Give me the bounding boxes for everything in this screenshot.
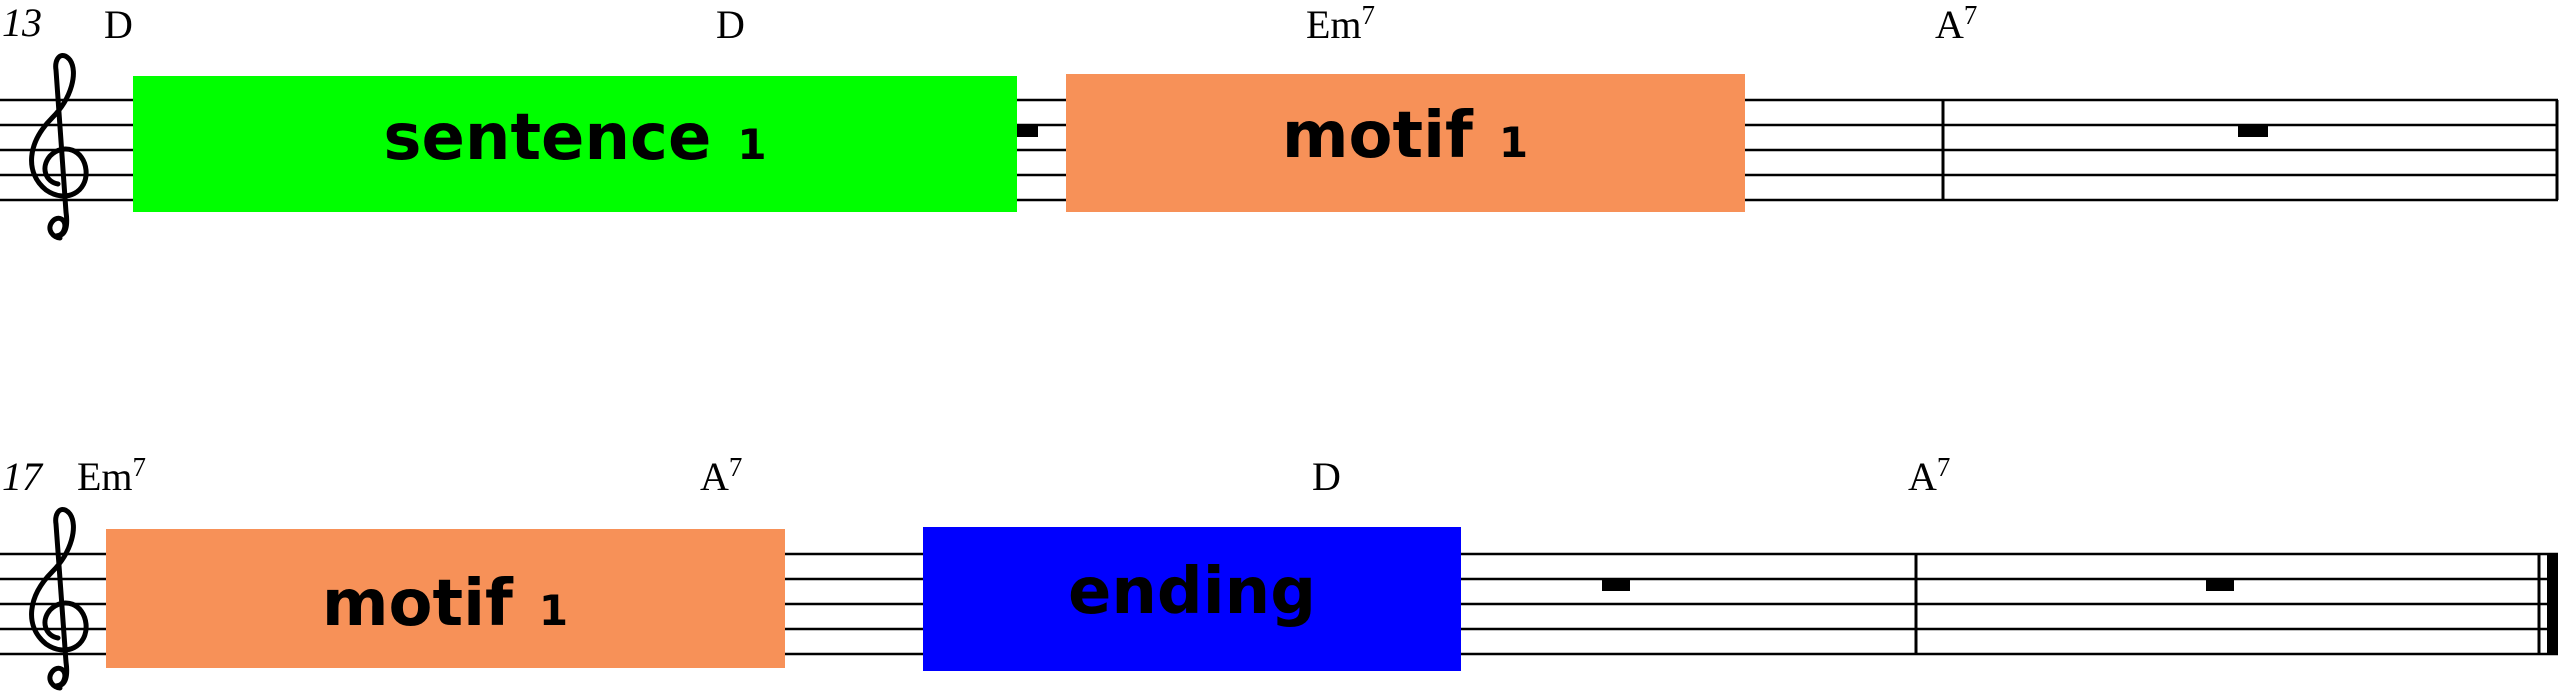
chord-symbol: A7	[700, 452, 742, 499]
label-box	[106, 529, 785, 668]
measure-number: 13	[2, 0, 42, 45]
chord-symbol: A7	[1908, 452, 1950, 499]
final-barline	[2547, 554, 2558, 654]
treble-clef-icon	[29, 53, 89, 241]
treble-clef-icon	[29, 507, 89, 691]
chord-symbol: Em7	[77, 452, 146, 499]
label-box	[1066, 74, 1745, 212]
half-rest	[1014, 125, 1038, 137]
whole-rest	[2238, 125, 2268, 137]
label-box	[133, 76, 1017, 212]
label-text: ending	[1068, 555, 1316, 629]
chord-symbol: D	[104, 2, 133, 47]
whole-rest	[2206, 579, 2234, 591]
label-box	[923, 527, 1461, 671]
chord-symbol: A7	[1935, 0, 1977, 47]
measure-number: 17	[2, 454, 44, 499]
chord-symbol: Em7	[1306, 0, 1375, 47]
chord-symbol: D	[1312, 454, 1341, 499]
chord-symbol: D	[716, 2, 745, 47]
whole-rest	[1602, 579, 1630, 591]
section-label: ending	[923, 527, 1461, 671]
